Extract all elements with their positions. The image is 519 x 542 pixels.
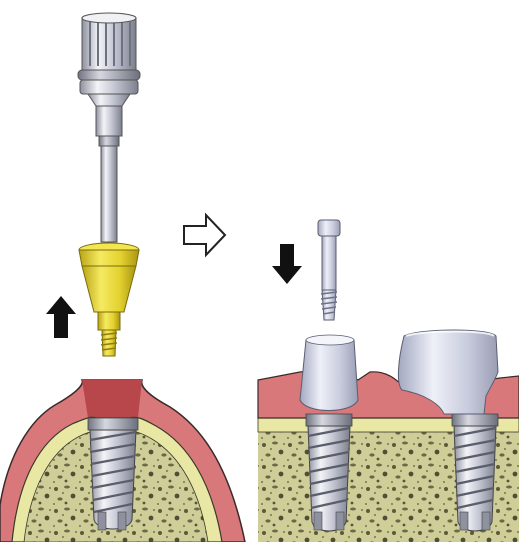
right-implant-1	[306, 414, 352, 531]
left-panel	[0, 13, 245, 542]
left-implant	[88, 418, 138, 530]
abutment-screw	[318, 220, 340, 320]
screwdriver-handle	[78, 13, 140, 242]
right-panel	[258, 220, 519, 542]
right-implant-2	[452, 414, 498, 531]
down-arrow-icon	[272, 244, 302, 284]
healing-abutment	[79, 243, 139, 356]
left-gingiva-socket	[82, 380, 142, 418]
outline-right-arrow-icon	[184, 215, 225, 255]
up-arrow-icon	[46, 296, 76, 338]
abutment-1	[300, 335, 358, 411]
